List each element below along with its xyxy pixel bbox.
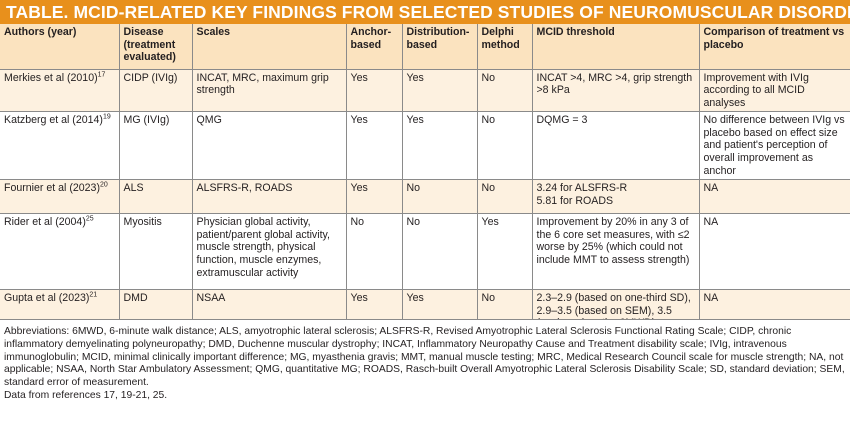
header-comparison: Comparison of treatment vs placebo — [699, 24, 850, 70]
cell-threshold: Improvement by 20% in any 3 of the 6 cor… — [532, 213, 700, 290]
header-row: Authors (year) Disease (treatment evalua… — [0, 24, 850, 70]
cell-author: Merkies et al (2010)17 — [0, 69, 120, 112]
cell-distribution: Yes — [402, 111, 478, 180]
abbreviations-note: Abbreviations: 6MWD, 6-minute walk dista… — [4, 326, 845, 389]
cell-author: Fournier et al (2023)20 — [0, 179, 120, 214]
cell-scales: QMG — [192, 111, 347, 180]
cell-delphi: No — [477, 111, 533, 180]
header-threshold: MCID threshold — [532, 24, 700, 70]
cell-scales: Physician global activity, patient/paren… — [192, 213, 347, 290]
cell-delphi: No — [477, 69, 533, 112]
header-scales: Scales — [192, 24, 347, 70]
cell-threshold: DQMG = 3 — [532, 111, 700, 180]
cell-disease: Myositis — [119, 213, 193, 290]
author-text: Merkies et al (2010) — [4, 71, 98, 84]
author-text: Fournier et al (2023) — [4, 182, 100, 195]
cell-anchor: Yes — [346, 179, 403, 214]
cell-delphi: Yes — [477, 213, 533, 290]
cell-scales: INCAT, MRC, maximum grip strength — [192, 69, 347, 112]
cell-disease: ALS — [119, 179, 193, 214]
cell-distribution: Yes — [402, 69, 478, 112]
cell-anchor: Yes — [346, 111, 403, 180]
author-text: Rider et al (2004) — [4, 216, 86, 229]
cell-author: Katzberg et al (2014)19 — [0, 111, 120, 180]
reference-number: 17 — [97, 70, 106, 78]
cell-comparison: NA — [699, 179, 850, 214]
cell-author: Rider et al (2004)25 — [0, 213, 120, 290]
cell-comparison: NA — [699, 213, 850, 290]
cell-disease: CIDP (IVIg) — [119, 69, 193, 112]
reference-number: 20 — [99, 181, 108, 189]
source-note: Data from references 17, 19-21, 25. — [4, 389, 168, 401]
cell-comparison: No difference between IVIg vs placebo ba… — [699, 111, 850, 180]
reference-number: 21 — [89, 291, 98, 299]
header-authors: Authors (year) — [0, 24, 120, 70]
header-delphi: Delphi method — [477, 24, 533, 70]
header-distribution: Distribution-based — [402, 24, 478, 70]
author-text: Katzberg et al (2014) — [4, 114, 103, 127]
cell-delphi: No — [477, 179, 533, 214]
table-footnote: Abbreviations: 6MWD, 6-minute walk dista… — [0, 319, 850, 430]
cell-scales: ALSFRS-R, ROADS — [192, 179, 347, 214]
cell-anchor: No — [346, 213, 403, 290]
threshold-line: 5.81 for ROADS — [536, 194, 614, 207]
reference-number: 19 — [102, 113, 111, 121]
table-title: TABLE. MCID-RELATED KEY FINDINGS FROM SE… — [0, 0, 850, 24]
cell-comparison: Improvement with IVIg according to all M… — [699, 69, 850, 112]
reference-number: 25 — [85, 215, 94, 223]
header-disease: Disease (treatment evaluated) — [119, 24, 193, 70]
cell-threshold: INCAT >4, MRC >4, grip strength >8 kPa — [532, 69, 700, 112]
cell-anchor: Yes — [346, 69, 403, 112]
header-anchor: Anchor-based — [346, 24, 403, 70]
findings-table: Authors (year) Disease (treatment evalua… — [0, 24, 850, 333]
cell-distribution: No — [402, 179, 478, 214]
cell-disease: MG (IVIg) — [119, 111, 193, 180]
cell-distribution: No — [402, 213, 478, 290]
threshold-line: 3.24 for ALSFRS-R — [536, 182, 628, 195]
author-text: Gupta et al (2023) — [4, 292, 90, 305]
